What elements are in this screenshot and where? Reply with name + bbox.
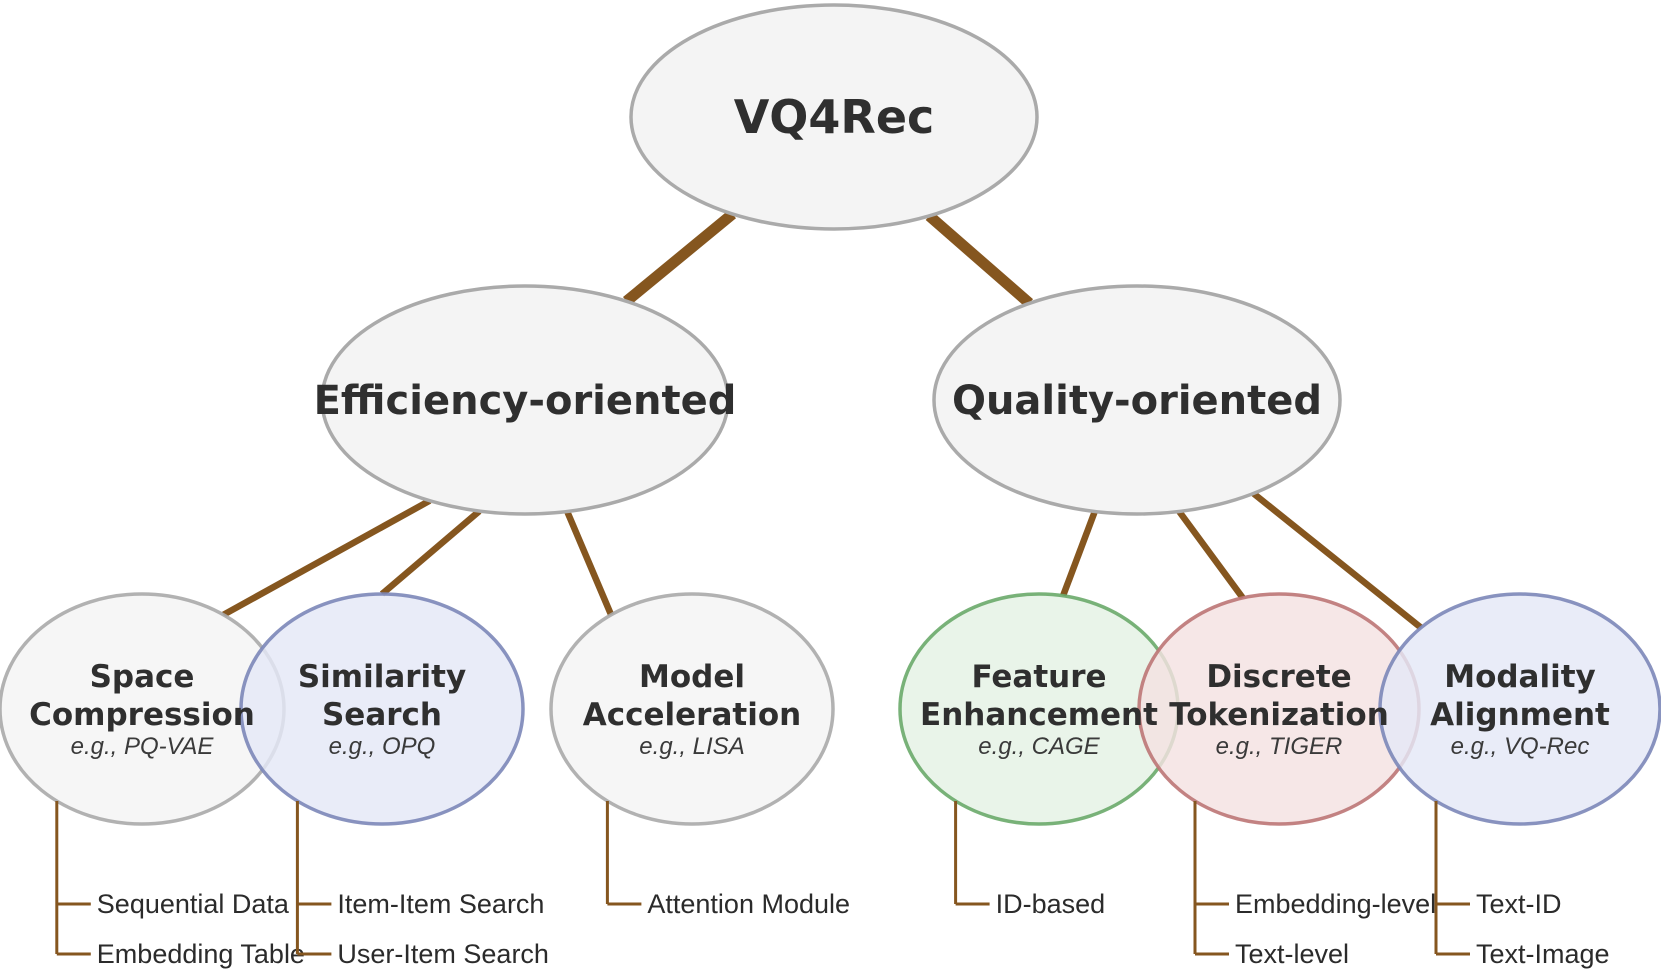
method-example-space-compression: e.g., PQ-VAE — [71, 733, 215, 760]
method-title-feature-enhancement-line-2: Enhancement — [920, 697, 1158, 733]
method-title-modality-alignment-line-1: Modality — [1444, 659, 1596, 695]
root-node — [629, 3, 1039, 231]
method-title-similarity-search-line-2: Search — [322, 697, 442, 733]
leaf-label-user-item-search: User-Item Search — [337, 939, 549, 969]
method-title-space-compression-line-1: Space — [90, 659, 195, 695]
edge-quality-oriented-to-modality-alignment — [1251, 490, 1424, 631]
leaf-label-text-id: Text-ID — [1476, 889, 1562, 919]
method-example-feature-enhancement: e.g., CAGE — [978, 733, 1100, 760]
leaf-label-item-item-search: Item-Item Search — [337, 889, 544, 919]
nodes-layer — [0, 3, 1661, 826]
edge-efficiency-oriented-to-similarity-search — [379, 508, 482, 597]
category-label-quality-oriented: Quality-oriented — [952, 378, 1322, 424]
leaf-label-text-level: Text-level — [1235, 939, 1349, 969]
method-title-discrete-tokenization-line-2: Tokenization — [1169, 697, 1389, 733]
category-node-quality-oriented — [932, 284, 1342, 516]
method-example-discrete-tokenization: e.g., TIGER — [1216, 733, 1343, 760]
leaf-label-id-based: ID-based — [996, 889, 1106, 919]
edge-efficiency-oriented-to-model-acceleration — [564, 510, 615, 617]
method-title-model-acceleration-line-2: Acceleration — [583, 697, 801, 733]
edge-efficiency-oriented-to-space-compression — [221, 497, 432, 618]
category-label-efficiency-oriented: Efficiency-oriented — [314, 378, 737, 424]
method-example-similarity-search: e.g., OPQ — [329, 733, 436, 760]
method-title-model-acceleration-line-1: Model — [639, 659, 745, 695]
root-label: VQ4Rec — [734, 90, 935, 144]
edges-layer — [221, 209, 1424, 631]
edge-root-to-efficiency — [623, 209, 736, 306]
method-title-feature-enhancement-line-1: Feature — [971, 659, 1106, 695]
category-node-efficiency-oriented — [320, 284, 730, 516]
leaf-label-embedding-level: Embedding-level — [1235, 889, 1436, 919]
leaf-label-sequential-data: Sequential Data — [97, 889, 290, 919]
leaf-label-embedding-table: Embedding Table — [97, 939, 305, 969]
method-title-similarity-search-line-1: Similarity — [298, 659, 466, 695]
method-title-discrete-tokenization-line-1: Discrete — [1206, 659, 1351, 695]
leaf-label-attention-module: Attention Module — [647, 889, 850, 919]
method-title-space-compression-line-2: Compression — [29, 697, 255, 733]
method-node-similarity-search — [239, 592, 525, 826]
edge-quality-oriented-to-feature-enhancement — [1060, 510, 1098, 597]
edge-root-to-quality — [925, 211, 1034, 308]
leaf-label-text-image: Text-Image — [1476, 939, 1610, 969]
method-node-modality-alignment — [1378, 592, 1661, 826]
method-example-model-acceleration: e.g., LISA — [639, 733, 744, 760]
method-example-modality-alignment: e.g., VQ-Rec — [1451, 733, 1590, 760]
edge-quality-oriented-to-discrete-tokenization — [1176, 509, 1246, 600]
method-node-model-acceleration — [549, 592, 835, 826]
method-title-modality-alignment-line-2: Alignment — [1430, 697, 1610, 733]
